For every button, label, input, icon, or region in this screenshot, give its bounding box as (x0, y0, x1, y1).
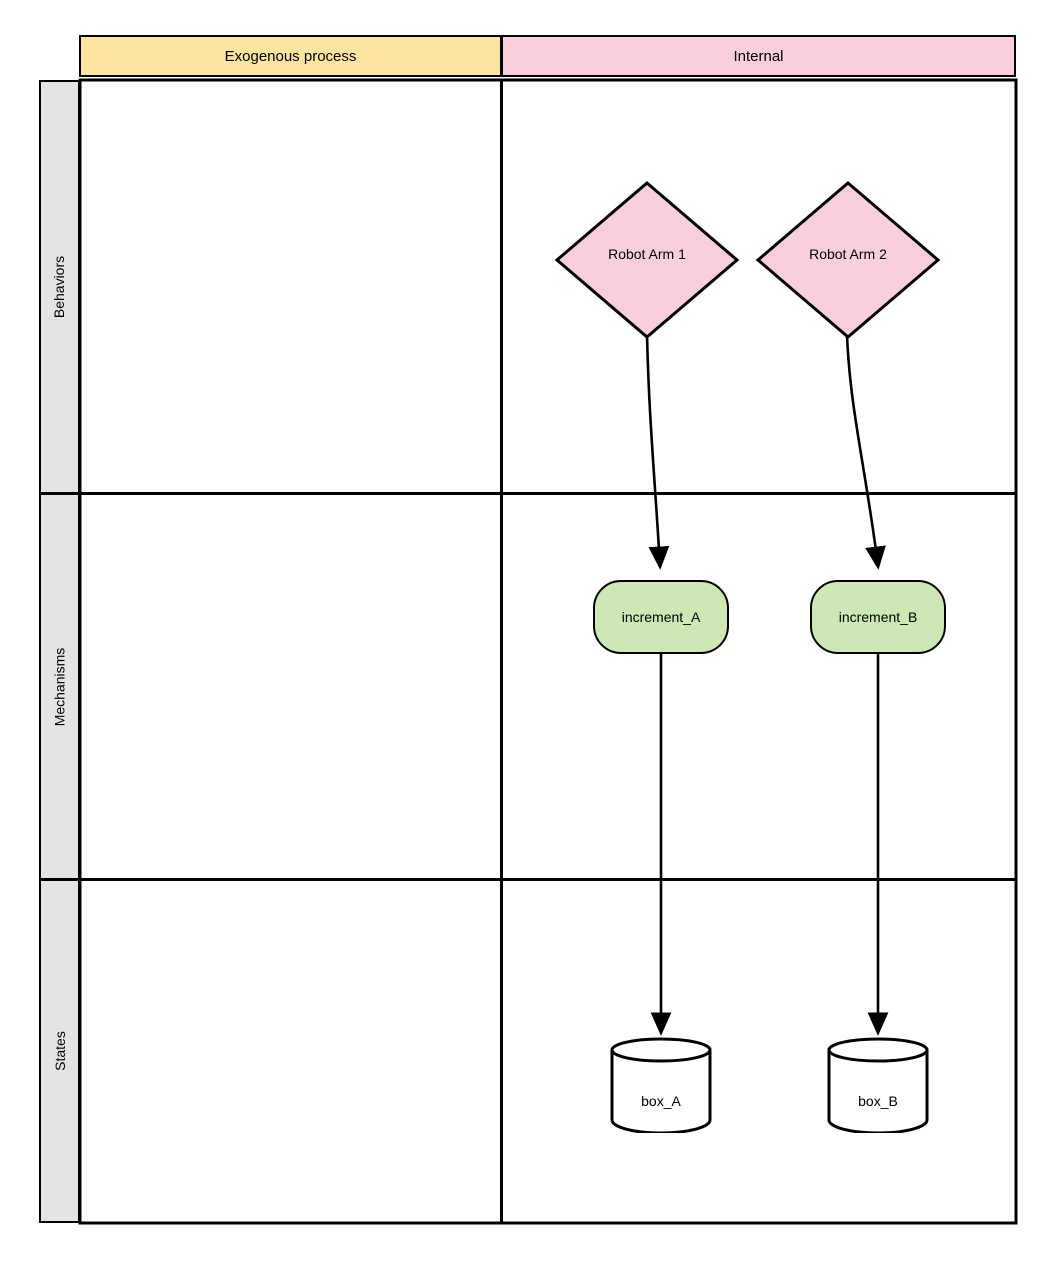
node-increment-a-label: increment_A (621, 609, 701, 625)
edge-robot-arm-2-to-increment-b (845, 334, 886, 570)
node-box-b-label: box_B (858, 1093, 898, 1109)
edge-robot-arm-1-to-increment-a (645, 334, 670, 570)
robot-arm-2-diamond-shape (755, 181, 941, 339)
row-label-states[interactable]: States (39, 879, 80, 1223)
column-header-exogenous-process-label: Exogenous process (224, 47, 357, 65)
row-label-mechanisms[interactable]: Mechanisms (39, 493, 80, 880)
column-header-exogenous-process[interactable]: Exogenous process (79, 35, 502, 77)
node-increment-a[interactable]: increment_A (593, 580, 729, 654)
node-box-a[interactable]: box_A (610, 1037, 712, 1133)
column-header-internal-label: Internal (733, 47, 784, 65)
node-increment-b[interactable]: increment_B (810, 580, 946, 654)
box-b-cylinder-top (827, 1037, 929, 1063)
node-robot-arm-2-label: Robot Arm 2 (809, 246, 887, 262)
row-label-behaviors[interactable]: Behaviors (39, 80, 80, 494)
box-a-cylinder-top (610, 1037, 712, 1063)
node-robot-arm-1-label: Robot Arm 1 (608, 246, 686, 262)
row-label-behaviors-text: Behaviors (51, 255, 68, 319)
row-label-states-text: States (51, 1031, 68, 1071)
robot-arm-1-diamond-shape (554, 181, 740, 339)
box-b-cylinder-body (827, 1048, 929, 1133)
node-robot-arm-1[interactable]: Robot Arm 1 (554, 180, 740, 340)
box-a-cylinder-body (610, 1048, 712, 1133)
node-increment-b-label: increment_B (838, 609, 918, 625)
node-box-b[interactable]: box_B (827, 1037, 929, 1133)
column-header-internal[interactable]: Internal (501, 35, 1016, 77)
node-robot-arm-2[interactable]: Robot Arm 2 (755, 180, 941, 340)
node-box-a-label: box_A (641, 1093, 681, 1109)
row-label-mechanisms-text: Mechanisms (51, 647, 68, 726)
